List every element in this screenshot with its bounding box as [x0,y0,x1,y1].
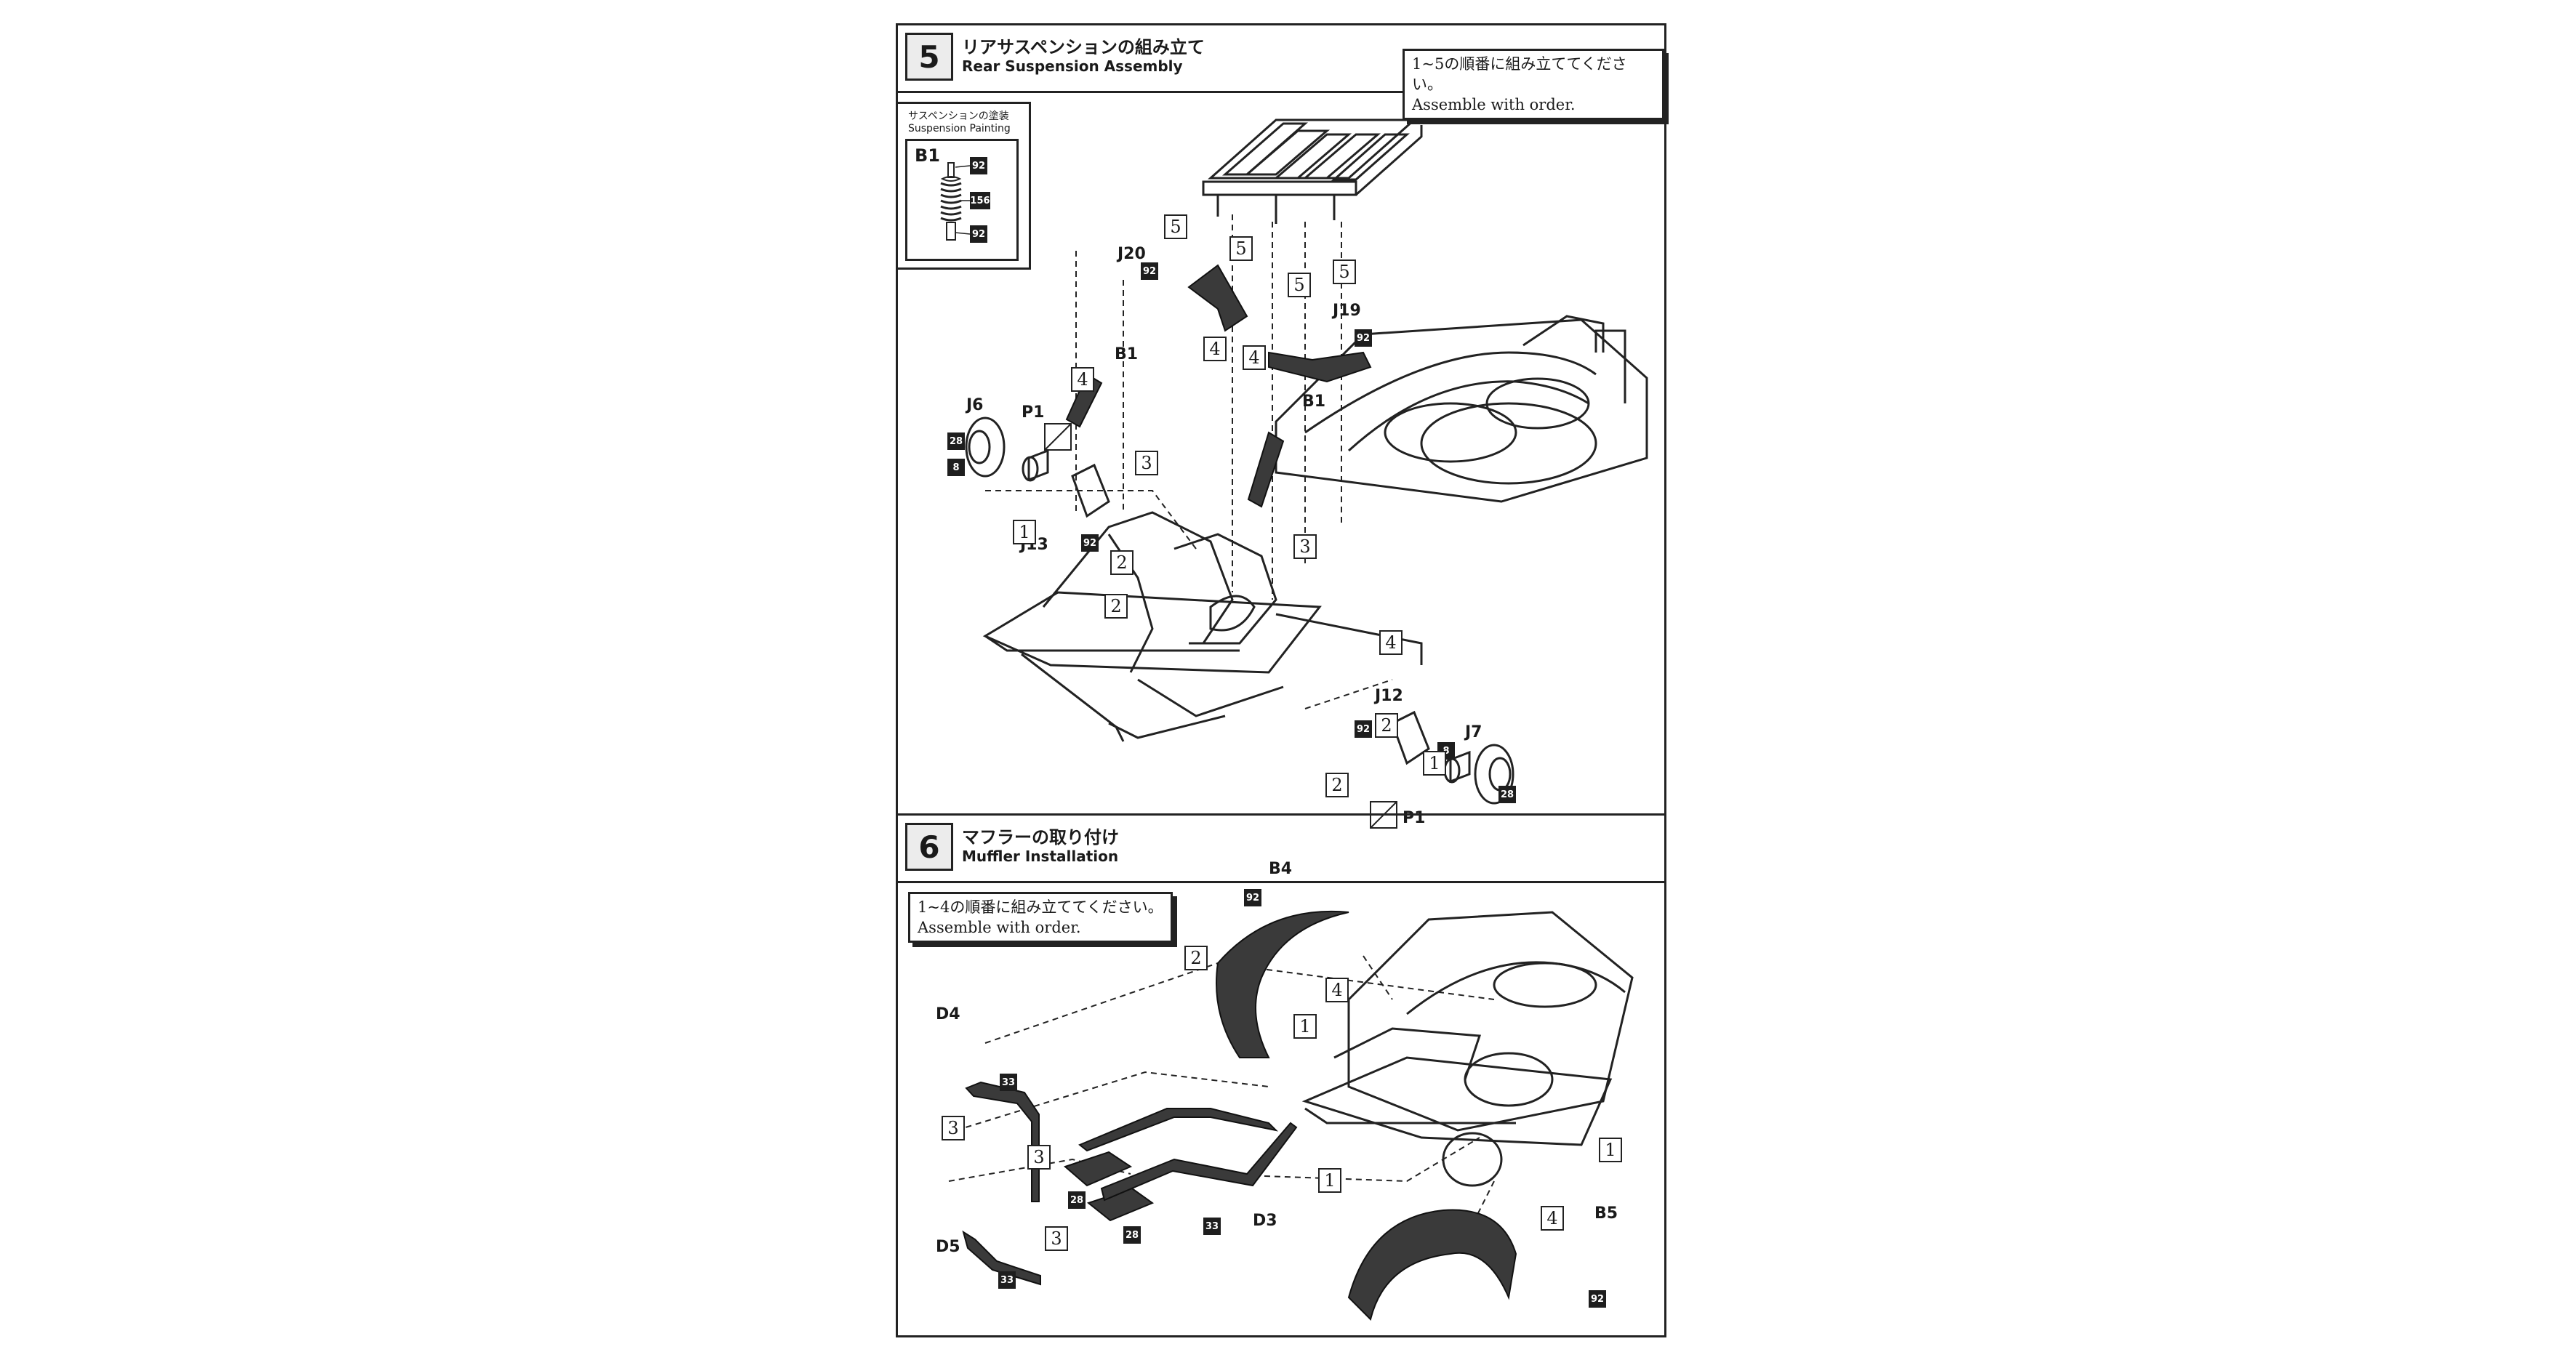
order-number: 2 [1104,594,1128,619]
part-label-j7: J7 [1465,723,1482,741]
rear-suspension-diagram [965,118,1648,829]
step5-title-jp: リアサスペンションの組み立て [962,37,1205,57]
color-code-badge: 92 [1081,534,1099,552]
color-code-badge: 92 [1589,1290,1606,1308]
order-number: 1 [1318,1168,1341,1193]
step6-title-jp: マフラーの取り付け [962,827,1119,848]
order-number: 2 [1110,550,1133,575]
painting-title-en: Suspension Painting [908,123,1011,134]
part-label-j19: J19 [1333,302,1361,320]
step5-note-jp: 1~5の順番に組み立ててください。 [1412,55,1627,93]
order-number: 3 [1027,1145,1051,1170]
order-number: 1 [1013,520,1036,544]
painting-title-jp: サスペンションの塗装 [908,110,1009,122]
part-label-p1: P1 [1022,403,1045,422]
order-number: 2 [1375,713,1398,738]
part-label-d4: D4 [936,1005,960,1023]
order-number: 2 [1184,946,1208,970]
order-number: 3 [1293,534,1317,559]
step6-note-en: Assemble with order. [918,919,1081,936]
step5-title-en: Rear Suspension Assembly [962,57,1183,75]
color-code-badge: 28 [1498,786,1516,803]
color-code-badge: 33 [1000,1074,1017,1091]
order-number: 1 [1599,1138,1622,1162]
step6-title-en: Muffler Installation [962,848,1119,865]
order-number: 4 [1325,978,1349,1002]
order-number: 4 [1203,337,1227,361]
order-number: 2 [1325,773,1349,797]
order-number: 4 [1071,367,1094,392]
part-label-j12: J12 [1375,687,1403,705]
color-code-badge: 92 [1244,889,1261,906]
color-code-badge: 33 [1203,1218,1221,1235]
order-number: 5 [1164,214,1187,239]
color-code-badge: 92 [1355,329,1372,347]
color-code-badge: 28 [1068,1191,1086,1209]
step6-number: 6 [905,823,953,871]
order-number: 1 [1423,751,1446,776]
step5-note-en: Assemble with order. [1412,96,1576,113]
step5-header: 5 リアサスペンションの組み立て Rear Suspension Assembl… [898,25,1664,93]
color-code-badge: 33 [998,1271,1016,1289]
part-label-d3: D3 [1253,1212,1277,1230]
painting-part-id: B1 [915,145,940,166]
painting-diagram: B1 92 156 92 [905,139,1019,261]
order-number: 1 [1293,1014,1317,1039]
part-label-b1: B1 [1115,345,1139,363]
color-code-badge: 156 [970,192,990,209]
color-code-badge: 28 [1123,1226,1141,1244]
step6-order-note: 1~4の順番に組み立ててください。 Assemble with order. [908,892,1173,943]
shock-absorber-drawing [940,162,971,241]
suspension-painting-box: サスペンションの塗装 Suspension Painting B1 92 156… [898,102,1031,270]
order-number: 3 [1045,1226,1068,1251]
part-label-j20: J20 [1118,245,1146,263]
step6-header: 6 マフラーの取り付け Muffler Installation [898,813,1664,883]
muffler-installation-diagram [948,910,1634,1321]
color-code-badge: 92 [970,225,987,243]
color-code-badge: 92 [1355,720,1372,738]
step5-number: 5 [905,33,953,81]
part-label-p1: P1 [1403,809,1426,827]
part-label-b1: B1 [1302,393,1326,411]
order-number: 3 [1135,451,1158,475]
color-code-badge: 92 [1141,262,1158,280]
color-code-badge: 28 [947,432,965,450]
color-code-badge: 8 [947,459,965,476]
order-number: 3 [942,1116,965,1140]
step6-note-jp: 1~4の順番に組み立ててください。 [918,898,1163,916]
part-label-d5: D5 [936,1238,960,1256]
part-label-b5: B5 [1594,1204,1618,1223]
order-number: 4 [1379,630,1403,655]
step5-order-note: 1~5の順番に組み立ててください。 Assemble with order. [1403,49,1664,120]
part-label-j6: J6 [966,396,984,414]
part-label-b4: B4 [1269,860,1293,878]
order-number: 5 [1333,259,1356,284]
order-number: 5 [1288,273,1311,297]
instruction-sheet: 5 リアサスペンションの組み立て Rear Suspension Assembl… [896,23,1666,1337]
color-code-badge: 92 [970,157,987,174]
order-number: 4 [1541,1206,1564,1231]
order-number: 5 [1229,236,1253,261]
order-number: 4 [1243,345,1266,370]
